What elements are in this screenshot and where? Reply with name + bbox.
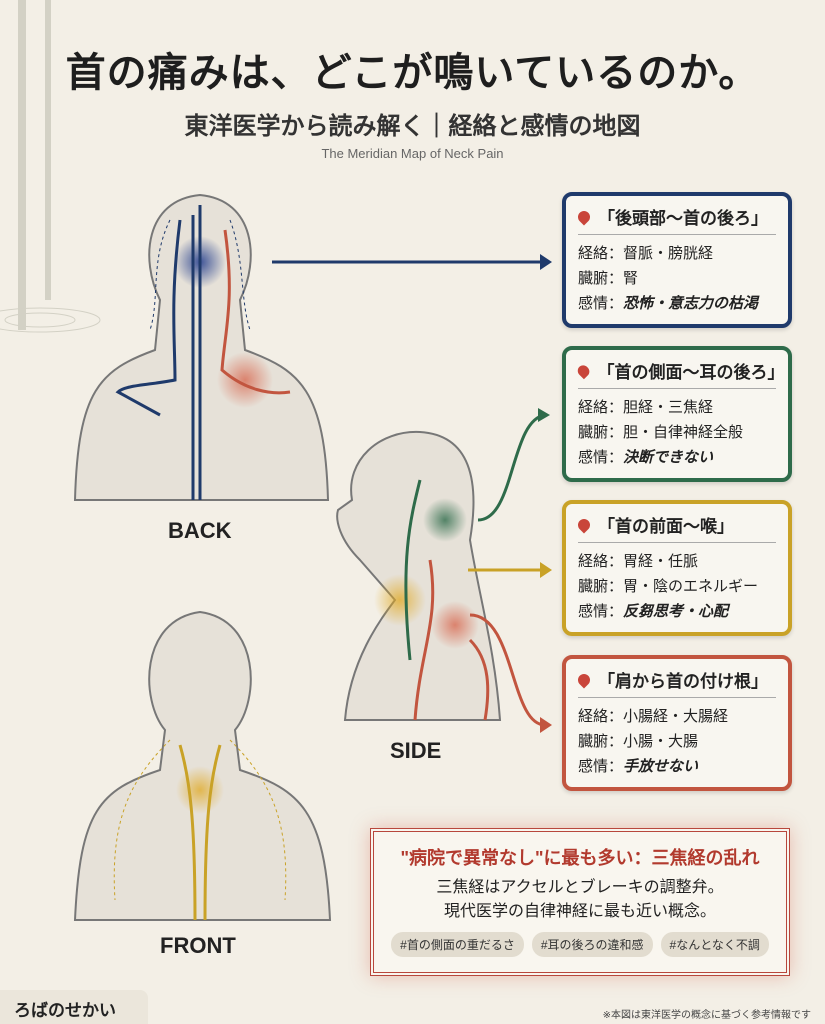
side-figure — [336, 430, 502, 721]
sanjiao-note-box: "病院で異常なし"に最も多い：三焦経の乱れ 三焦経はアクセルとブレーキの調整弁。… — [370, 828, 790, 976]
organ-value: 腎 — [623, 270, 639, 287]
page-subtitle: 東洋医学から読み解く｜経絡と感情の地図 — [184, 113, 641, 140]
emotion-value: 恐怖・意志力の枯渇 — [623, 295, 759, 312]
meridian-value: 督脈・膀胱経 — [623, 245, 714, 262]
meridian-label: 経絡： — [578, 708, 624, 725]
location-pin-icon — [575, 208, 593, 225]
info-card-back-neck: 「後頭部〜首の後ろ」 経絡：督脈・膀胱経 臓腑：腎 感情：恐怖・意志力の枯渇 — [562, 192, 792, 328]
meridian-value: 小腸経・大腸経 — [623, 708, 729, 725]
meridian-value: 胆経・三焦経 — [623, 399, 714, 416]
emotion-label: 感情： — [578, 603, 624, 620]
hashtag: #首の側面の重だるさ — [391, 932, 524, 957]
hashtag: #耳の後ろの違和感 — [531, 932, 653, 957]
emotion-value: 決断できない — [623, 449, 714, 466]
info-card-shoulder: 「肩から首の付け根」 経絡：小腸経・大腸経 臓腑：小腸・大腸 感情：手放せない — [562, 655, 792, 791]
note-line-1: 三焦経はアクセルとブレーキの調整弁。 — [436, 879, 724, 896]
emotion-value: 手放せない — [623, 758, 699, 775]
organ-value: 小腸・大腸 — [623, 733, 699, 750]
emotion-label: 感情： — [578, 758, 624, 775]
card-title: 「後頭部〜首の後ろ」 — [598, 209, 768, 228]
note-heading: "病院で異常なし"に最も多い：三焦経の乱れ — [400, 848, 760, 868]
meridian-label: 経絡： — [578, 245, 624, 262]
organ-label: 臓腑： — [578, 424, 624, 441]
organ-label: 臓腑： — [578, 270, 624, 287]
hashtag: #なんとなく不調 — [660, 932, 769, 957]
note-line-2: 現代医学の自律神経に最も近い概念。 — [443, 903, 716, 920]
page-title: 首の痛みは、どこが鳴いているのか。 — [65, 51, 760, 95]
meridian-label: 経絡： — [578, 399, 624, 416]
arrow-side — [477, 413, 546, 522]
organ-value: 胃・陰のエネルギー — [623, 578, 759, 595]
card-title: 「首の側面〜耳の後ろ」 — [597, 363, 785, 382]
organ-value: 胆・自律神経全般 — [623, 424, 744, 441]
emotion-value: 反芻思考・心配 — [623, 603, 729, 620]
front-label: FRONT — [160, 933, 236, 958]
card-title: 「肩から首の付け根」 — [598, 672, 768, 691]
disclaimer: ※本図は東洋医学の概念に基づく参考情報です — [602, 1010, 811, 1021]
info-card-side-neck: 「首の側面〜耳の後ろ」 経絡：胆経・三焦経 臓腑：胆・自律神経全般 感情：決断で… — [562, 346, 792, 482]
brand-label: ろばのせかい — [0, 990, 148, 1024]
side-label: SIDE — [390, 738, 442, 763]
card-title: 「首の前面〜喉」 — [598, 517, 734, 536]
meridian-label: 経絡： — [578, 553, 624, 570]
location-pin-icon — [575, 516, 593, 533]
emotion-label: 感情： — [578, 449, 624, 466]
back-figure — [73, 193, 330, 501]
organ-label: 臓腑： — [578, 733, 624, 750]
emotion-label: 感情： — [578, 295, 624, 312]
info-card-front-neck: 「首の前面〜喉」 経絡：胃経・任脈 臓腑：胃・陰のエネルギー 感情：反芻思考・心… — [562, 500, 792, 636]
location-pin-icon — [575, 362, 593, 379]
front-figure — [73, 610, 332, 921]
back-label: BACK — [168, 518, 232, 543]
meridian-value: 胃経・任脈 — [623, 553, 699, 570]
bamboo-decoration — [0, 0, 101, 333]
organ-label: 臓腑： — [578, 578, 624, 595]
arrow-shoulder — [469, 613, 546, 727]
location-pin-icon — [575, 671, 593, 688]
english-title: The Meridian Map of Neck Pain — [321, 146, 504, 161]
